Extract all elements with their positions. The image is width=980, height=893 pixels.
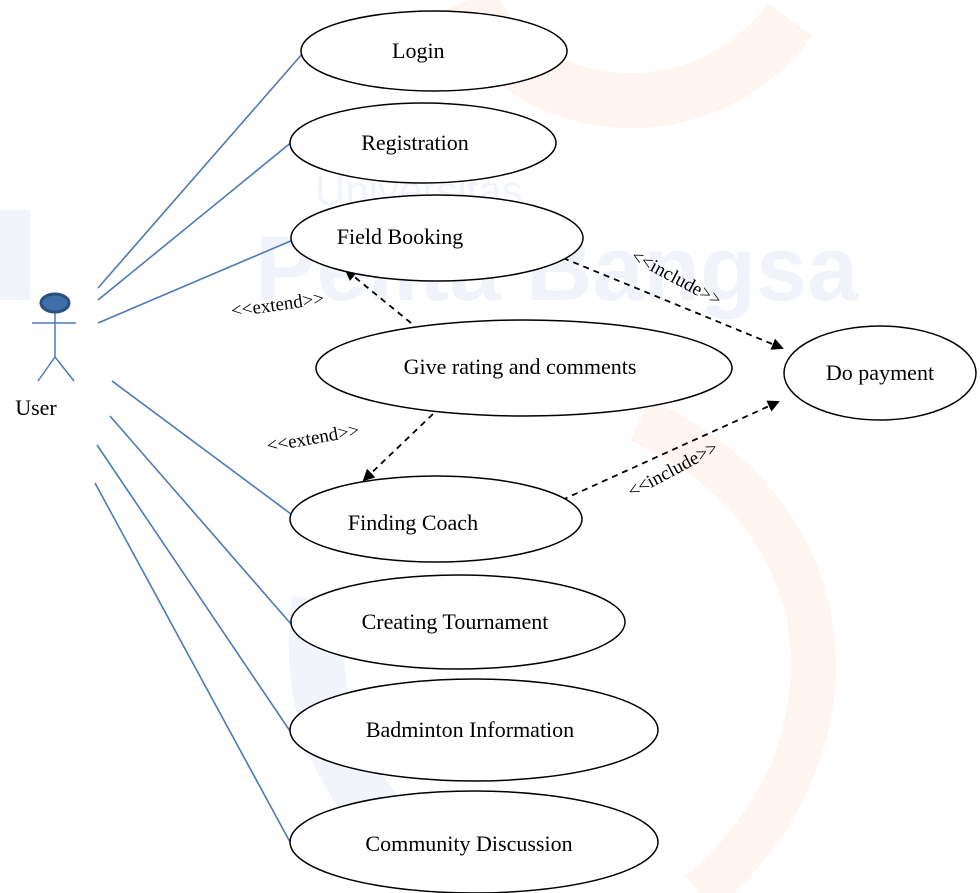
association-creating-tournament: [109, 415, 292, 625]
associations: [94, 52, 304, 843]
association-community-discussion: [94, 482, 291, 843]
actor-right-leg: [54, 356, 75, 382]
actor-user[interactable]: User: [15, 292, 76, 420]
use-case-finding-coach[interactable]: Finding Coach: [289, 475, 583, 563]
use-case-label: Give rating and comments: [404, 354, 637, 379]
use-case-label: Creating Tournament: [362, 609, 549, 634]
association-registration: [97, 140, 294, 301]
use-case-label: Field Booking: [337, 224, 464, 249]
dependencies: [344, 257, 784, 501]
use-case-label: Registration: [361, 130, 469, 155]
use-case-label: Do payment: [826, 360, 934, 385]
use-case-label: Badminton Information: [366, 717, 574, 742]
use-case-label: Community Discussion: [365, 831, 572, 856]
use-case-registration[interactable]: Registration: [289, 102, 557, 184]
use-case-do-payment[interactable]: Do payment: [783, 325, 977, 421]
extend-arrow-field-booking: [344, 268, 412, 324]
association-finding-coach: [111, 380, 292, 515]
use-case-label: Finding Coach: [348, 510, 478, 535]
extend-arrow-finding-coach: [362, 413, 434, 482]
use-case-community-discussion[interactable]: Community Discussion: [289, 790, 659, 893]
extend-label-finding-coach: <<extend>>: [265, 420, 361, 457]
use-case-give-rating-and-comments[interactable]: Give rating and comments: [315, 319, 733, 417]
actor-left-leg: [37, 356, 56, 382]
association-login: [97, 52, 304, 289]
watermark-orange-arc: [630, 399, 836, 893]
use-case-field-booking[interactable]: Field Booking: [290, 194, 584, 282]
use-case-label: Login: [392, 38, 445, 63]
association-badminton-information: [96, 444, 291, 732]
use-case-creating-tournament[interactable]: Creating Tournament: [290, 574, 626, 670]
use-case-login[interactable]: Login: [300, 10, 568, 92]
actor-head: [39, 292, 71, 314]
stick-figure-actor-icon: [32, 292, 76, 382]
watermark-blue-bar: [0, 210, 30, 300]
association-field-booking: [97, 239, 294, 324]
actor-label: User: [15, 395, 57, 420]
use-case-badminton-information[interactable]: Badminton Information: [289, 678, 659, 782]
